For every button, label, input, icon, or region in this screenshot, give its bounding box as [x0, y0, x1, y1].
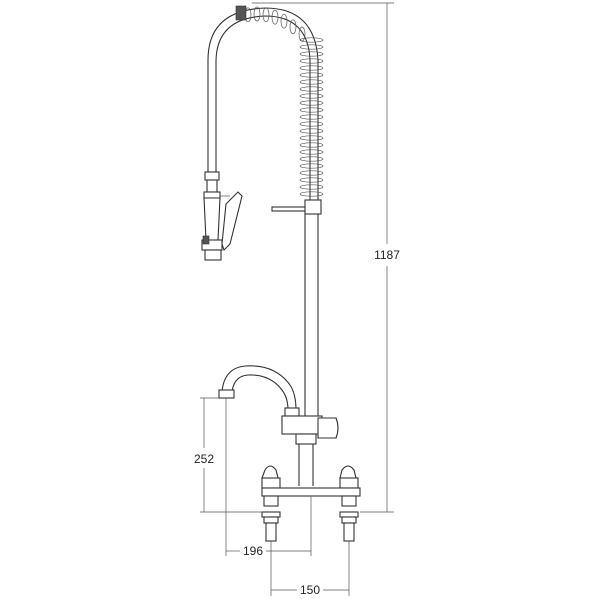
left-tap-handle: [261, 465, 281, 489]
spring-coil: [299, 100, 324, 106]
deck-bridge: [261, 487, 361, 507]
spring-coil: [299, 191, 324, 197]
spring-coil: [299, 114, 324, 120]
spring-coil: [280, 13, 288, 29]
spring-coil: [299, 93, 324, 99]
spring-coil: [299, 135, 324, 141]
spring-coil: [299, 79, 324, 85]
overall-height-label: 1187: [374, 248, 400, 262]
spring-coil: [299, 72, 324, 78]
left-tail-shank: [261, 511, 281, 542]
spring-coil: [299, 65, 324, 71]
spring-coil: [262, 7, 270, 23]
spring-coil: [299, 156, 324, 162]
spring-coil: [299, 51, 324, 57]
spring-coil: [299, 163, 324, 169]
spring-coil: [299, 44, 324, 50]
spring-top-clip: [235, 5, 247, 21]
spring-coil: [299, 184, 324, 190]
dimension-overall-height: 1187: [252, 2, 400, 513]
right-tap-handle: [339, 465, 359, 489]
spring-coil: [299, 170, 324, 176]
spring-coil: [299, 128, 324, 134]
coiled-spring: [244, 6, 324, 197]
spring-coil: [299, 107, 324, 113]
dimension-spout-height: 252: [194, 397, 262, 513]
spring-coil: [299, 58, 324, 64]
valve-body: [281, 415, 339, 486]
spray-head: [201, 171, 243, 261]
spring-coil: [299, 121, 324, 127]
spring-coil: [271, 9, 279, 25]
dimension-tap-centres: 150: [270, 541, 350, 597]
spring-coil: [289, 19, 297, 35]
spring-coil: [299, 37, 324, 43]
spring-clamp: [271, 199, 322, 215]
spring-coil: [299, 149, 324, 155]
spring-coil: [253, 6, 261, 22]
spring-coil: [299, 86, 324, 92]
spring-coil: [299, 142, 324, 148]
tap-centres-label: 150: [300, 583, 320, 597]
riser-pipe: [304, 214, 319, 418]
spring-coil: [299, 177, 324, 183]
spring-coil: [298, 26, 306, 42]
spout-height-label: 252: [194, 452, 214, 466]
spout-reach-label: 196: [243, 544, 263, 558]
swivel-spout: [218, 365, 300, 417]
dimension-spout-reach: 196: [225, 398, 312, 558]
right-tail-shank: [339, 511, 359, 542]
